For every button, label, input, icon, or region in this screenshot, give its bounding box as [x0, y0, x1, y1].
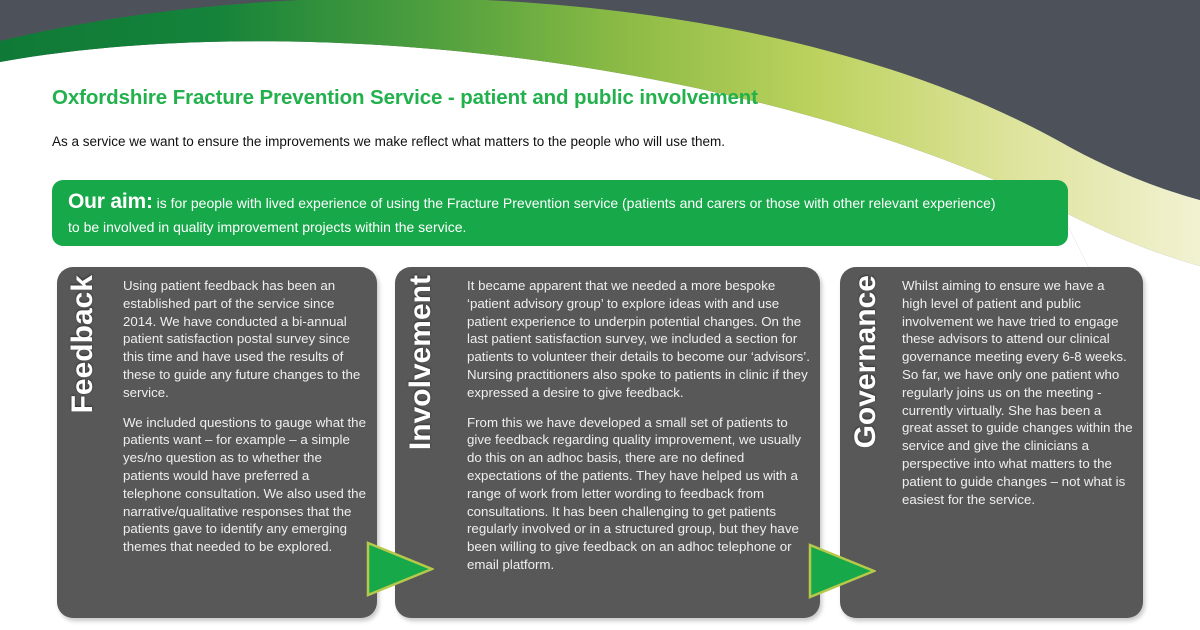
aim-text-line-2: to be involved in quality improvement pr…	[68, 219, 467, 235]
panel-governance-body: Whilst aiming to ensure we have a high l…	[902, 277, 1133, 508]
panel-governance-label-text: Governance	[849, 275, 882, 449]
panel-involvement: Involvement It became apparent that we n…	[395, 267, 820, 618]
aim-label: Our aim:	[68, 190, 153, 213]
flow-arrow-right-icon	[808, 543, 878, 599]
panel-involvement-body: It became apparent that we needed a more…	[467, 277, 810, 574]
aim-line-1: Our aim: is for people with lived experi…	[68, 190, 1052, 215]
panel-feedback-paragraph-2: We included questions to gauge what the …	[123, 414, 366, 555]
panel-feedback-label-text: Feedback	[66, 275, 99, 414]
panel-feedback-label: Feedback	[57, 267, 109, 618]
panel-feedback: Feedback Using patient feedback has been…	[57, 267, 377, 618]
flow-arrow-right-icon	[366, 541, 436, 597]
panel-governance: Governance Whilst aiming to ensure we ha…	[840, 267, 1143, 618]
panel-involvement-paragraph-1: It became apparent that we needed a more…	[467, 278, 810, 400]
panel-feedback-paragraph-1: Using patient feedback has been an estab…	[123, 278, 361, 400]
panel-involvement-paragraph-2: From this we have developed a small set …	[467, 414, 802, 572]
panel-feedback-body: Using patient feedback has been an estab…	[123, 277, 367, 556]
panel-governance-paragraph-1: Whilst aiming to ensure we have a high l…	[902, 278, 1133, 507]
intro-paragraph: As a service we want to ensure the impro…	[52, 134, 726, 149]
our-aim-callout-box: Our aim: is for people with lived experi…	[52, 180, 1068, 246]
panel-involvement-label-text: Involvement	[404, 275, 437, 451]
page-title: Oxfordshire Fracture Prevention Service …	[52, 86, 758, 109]
aim-text-line-1: is for people with lived experience of u…	[152, 195, 996, 211]
